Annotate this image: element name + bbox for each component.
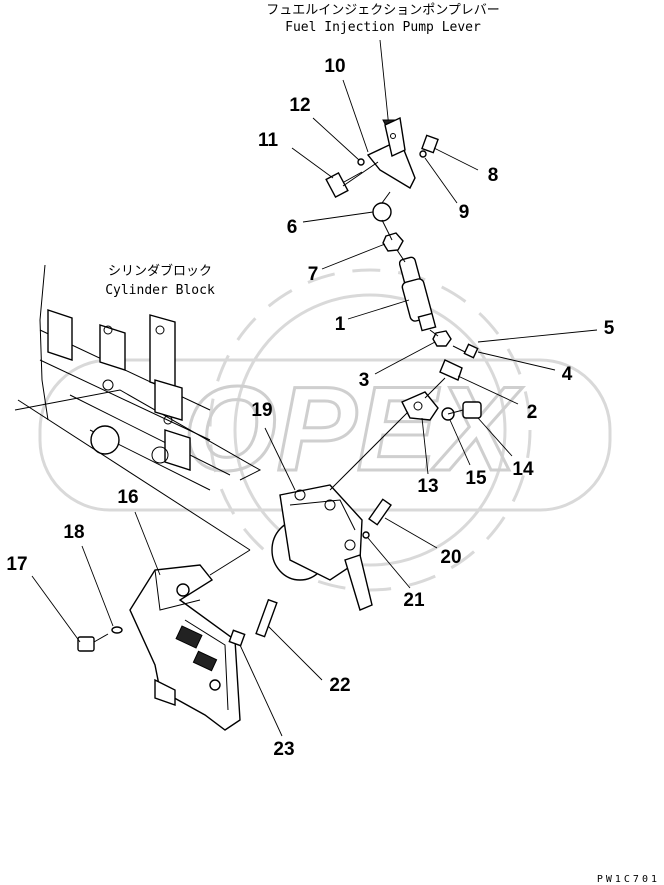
- part-20-bolt: [368, 498, 392, 526]
- callout-21: 21: [403, 590, 425, 611]
- callout-20: 20: [440, 547, 461, 568]
- watermark-text: OPEX: [183, 362, 523, 496]
- callout-8: 8: [488, 165, 499, 186]
- pump-lever-caption-en: Fuel Injection Pump Lever: [285, 20, 481, 35]
- callout-7: 7: [308, 264, 319, 285]
- callout-16: 16: [117, 487, 138, 508]
- part-11-bolt: [325, 171, 363, 199]
- callout-17: 17: [6, 554, 27, 575]
- callout-1: 1: [335, 314, 346, 335]
- motor-assembly-19: [271, 484, 373, 611]
- callout-14: 14: [512, 459, 534, 480]
- watermark: OPEX: [38, 268, 612, 592]
- part-1-rod: [398, 256, 437, 332]
- cylinder-block-caption-jp: シリンダブロック: [108, 263, 212, 279]
- part-7-nut: [382, 232, 404, 252]
- part-14-bolt: [447, 401, 482, 419]
- cylinder-block: [14, 264, 262, 491]
- part-8-nut: [421, 134, 439, 154]
- callout-22: 22: [329, 675, 350, 696]
- callout-3: 3: [359, 370, 370, 391]
- part-21-washer: [362, 531, 370, 539]
- callout-2: 2: [527, 402, 538, 423]
- part-6-ball-joint: [372, 191, 392, 222]
- callout-4: 4: [562, 364, 573, 385]
- callout-15: 15: [465, 468, 487, 489]
- cylinder-block-caption-en: Cylinder Block: [105, 283, 215, 298]
- callout-18: 18: [63, 522, 84, 543]
- part-12-washer: [357, 158, 365, 166]
- part-13-clamp: [401, 391, 439, 421]
- part-22-bolt: [255, 598, 278, 638]
- lever-10: [366, 116, 416, 189]
- callout-10: 10: [324, 56, 345, 77]
- part-23-nut: [228, 629, 246, 647]
- part-3-nut: [432, 330, 452, 347]
- callout-19: 19: [251, 400, 272, 421]
- callout-13: 13: [417, 476, 438, 497]
- pump-lever-caption-jp: フュエルインジェクションポンプレバー: [266, 3, 500, 18]
- callout-5: 5: [604, 318, 615, 339]
- part-4-nut: [463, 343, 479, 359]
- callout-numbers: 1 2 3 4 5 6 7 8 9 10 11 12 13 14 15 16 1…: [6, 56, 614, 760]
- part-18-washer: [111, 626, 123, 634]
- callout-11: 11: [258, 130, 279, 151]
- lever-pointer-arrow: [379, 39, 396, 136]
- part-9-pin: [419, 150, 427, 158]
- drawing-code: PW1C701: [597, 874, 660, 885]
- assembly-lines: [17, 161, 466, 576]
- callout-9: 9: [459, 202, 470, 223]
- bracket-16: [129, 564, 241, 731]
- callout-23: 23: [273, 739, 294, 760]
- leader-lines: [31, 79, 598, 737]
- callout-6: 6: [287, 217, 298, 238]
- callout-12: 12: [289, 95, 310, 116]
- part-17-bolt: [77, 633, 109, 652]
- part-2-elbow: [439, 359, 463, 381]
